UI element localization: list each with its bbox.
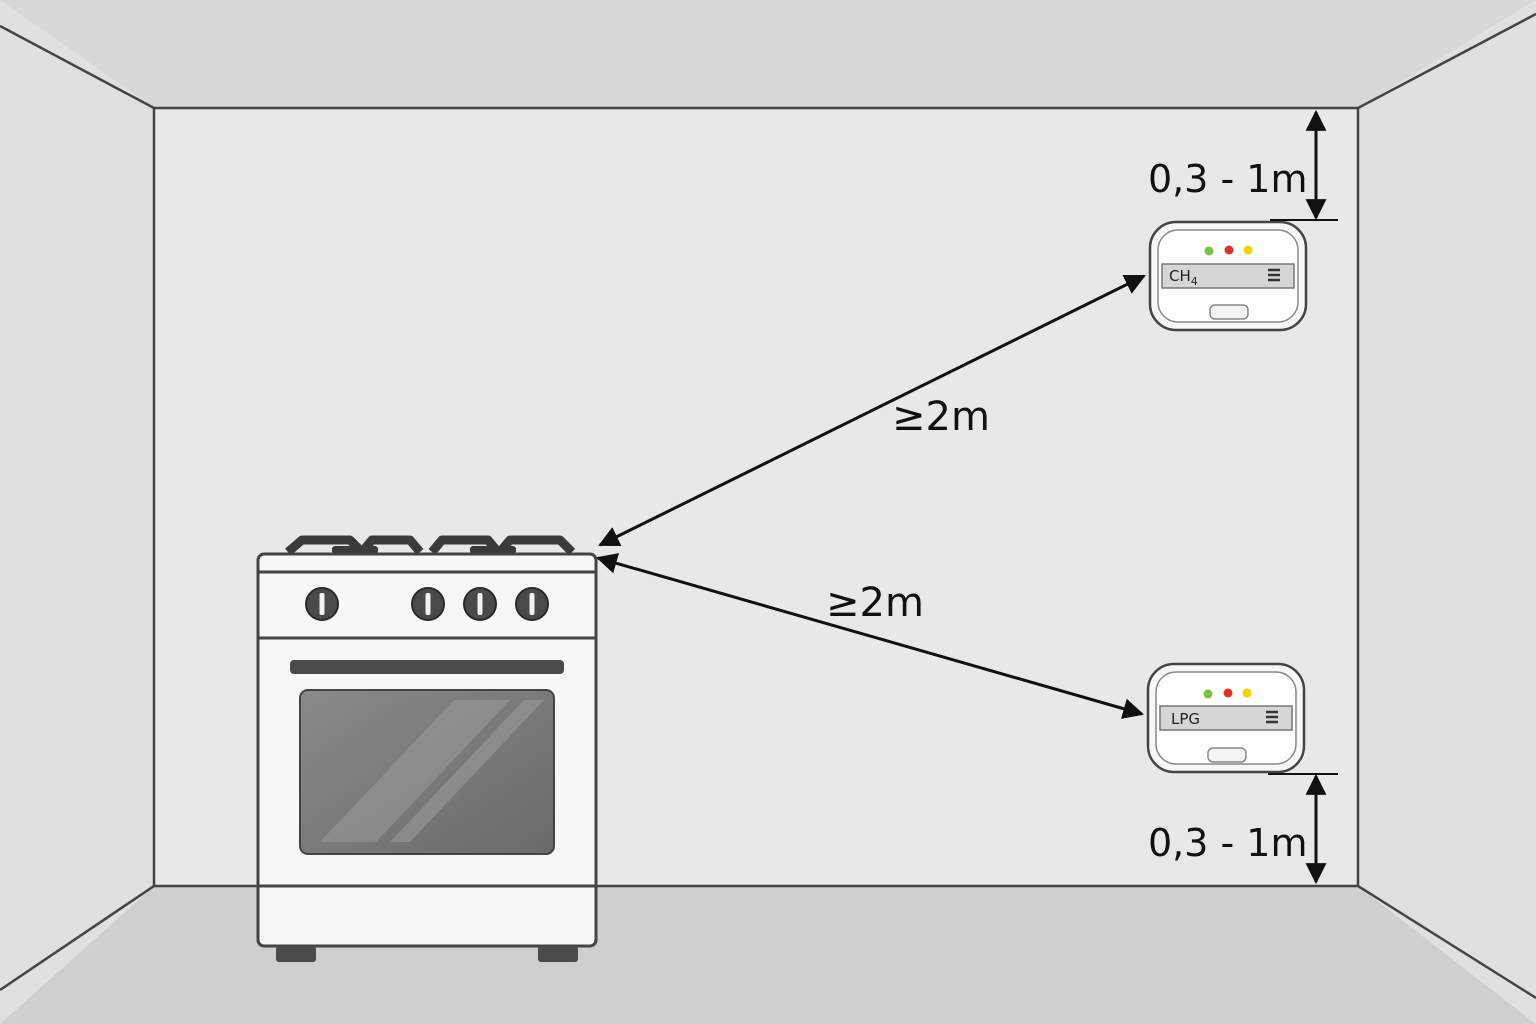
oven-window-reflection-2 (390, 700, 544, 842)
gas-detector-icon: CH4 (1148, 220, 1308, 332)
ceiling-clearance-dimension: 0,3 - 1m (1148, 109, 1338, 221)
knob (305, 587, 339, 621)
detector-test-button (1209, 304, 1249, 320)
distance-arrow-bottom (595, 553, 1145, 719)
detector-test-button (1207, 747, 1247, 763)
corner-line-br (1357, 884, 1536, 1000)
floor-clearance-dimension: 0,3 - 1m (1148, 773, 1338, 885)
detector-gas-subscript: 4 (1191, 275, 1198, 288)
floor (0, 886, 1536, 1024)
corner-line-tl (0, 24, 155, 110)
led-green (1204, 246, 1214, 256)
stove-foot-left (276, 946, 316, 962)
corner-line-tr (1357, 12, 1536, 110)
vent-lines (1268, 268, 1280, 282)
led-red (1223, 688, 1233, 698)
floor-clearance-label: 0,3 - 1m (1148, 821, 1308, 865)
knob (411, 587, 445, 621)
detector-gas-label: LPG (1171, 710, 1200, 728)
led-yellow (1242, 688, 1252, 698)
led-yellow (1243, 245, 1253, 255)
ceiling-clearance-label: 0,3 - 1m (1148, 157, 1308, 201)
led-green (1203, 689, 1213, 699)
stove-foot-right (538, 946, 578, 962)
ceiling (0, 0, 1536, 108)
right-wall (1358, 0, 1536, 1024)
gas-detector-icon: LPG (1146, 662, 1306, 774)
led-red (1224, 245, 1234, 255)
distance-label-top: ≥2m (892, 394, 990, 440)
knob (463, 587, 497, 621)
corner-line-bl (0, 884, 155, 992)
distance-arrow-top (598, 274, 1146, 547)
detector-gas-label: CH4 (1169, 267, 1198, 288)
distance-label-bottom: ≥2m (826, 580, 924, 626)
gas-stove-icon (256, 535, 598, 962)
oven-window-reflection (320, 700, 510, 842)
vent-lines (1266, 710, 1278, 724)
oven-handle (290, 660, 564, 674)
stove-cooktop-burner-caps-2 (470, 546, 516, 554)
stove-cooktop-burner-caps (332, 546, 378, 554)
knob (515, 587, 549, 621)
stove-knobs (305, 587, 549, 621)
left-wall (0, 0, 154, 1024)
